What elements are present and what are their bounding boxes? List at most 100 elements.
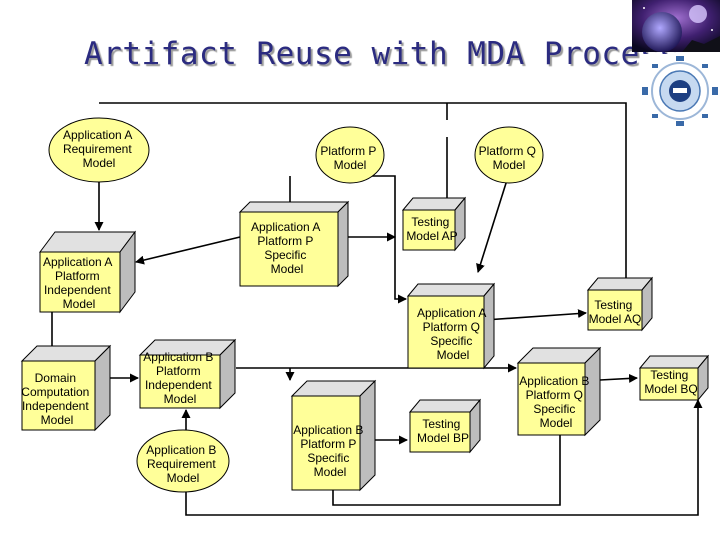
app-a-psm-platform-p: Application A Platform P Specific Model: [238, 200, 350, 288]
node-label: Model AQ: [589, 312, 642, 326]
node-label: Platform P: [257, 234, 313, 248]
node-label: Application A: [63, 128, 132, 142]
node-label: Platform: [156, 364, 201, 378]
app-b-requirement-model: Application B Requirement Model: [136, 429, 230, 493]
node-label: Specific: [264, 248, 306, 262]
app-b-psm-platform-p: Application B Platform P Specific Model: [290, 379, 377, 492]
node-label: Platform: [55, 269, 100, 283]
svg-text:Testing Model AP: Testing Model AP: [406, 215, 457, 243]
node-label: Model: [167, 471, 200, 485]
node-label: Application A: [417, 306, 486, 320]
app-a-psm-platform-q: Application A Platform Q Specific Model: [406, 282, 496, 370]
connector: [135, 236, 241, 265]
box-front: [39, 251, 121, 313]
box-front: [291, 395, 361, 491]
box-front: [517, 362, 586, 436]
box-top: [401, 197, 467, 211]
node-label: Requirement: [147, 457, 216, 471]
node-label: Independent: [145, 378, 212, 392]
svg-text:Application A Platform Q: Application A Platform Q Specific Model: [417, 306, 489, 362]
box-front: [239, 211, 339, 287]
box-front: [587, 289, 643, 331]
app-b-pim: Application B Platform Independent Model: [138, 338, 237, 410]
connectors: [47, 102, 703, 516]
connector: [476, 179, 508, 273]
node-label: Model: [63, 297, 96, 311]
box-front: [139, 354, 221, 409]
node-label: Independent: [22, 399, 89, 413]
node-label: Model: [164, 392, 197, 406]
node-label: Specific: [533, 402, 575, 416]
node-label: Application A: [251, 220, 320, 234]
node-label: Testing: [422, 417, 460, 431]
mda-logo-image: [640, 54, 720, 128]
node-shape: [315, 126, 385, 184]
svg-text:Application B Platform: Application B Platform Independent Model: [143, 350, 216, 406]
testing-model-bp: Testing Model BP: [408, 398, 482, 454]
svg-text:Testing Model AQ: Testing Model AQ: [589, 298, 642, 326]
platform-p-model: Platform P Model: [315, 126, 385, 184]
box-side: [483, 282, 495, 370]
connector: [484, 309, 587, 321]
connector: [185, 399, 703, 516]
connector: [599, 373, 638, 383]
box-top: [586, 277, 654, 291]
node-label: Model BP: [417, 431, 469, 445]
box-top: [406, 283, 496, 297]
svg-text:Application B Requireme: Application B Requirement Model: [146, 443, 219, 485]
node-label: Application A: [43, 255, 112, 269]
node-label: Testing: [594, 298, 632, 312]
box-side: [94, 344, 111, 432]
node-shape: [48, 117, 150, 183]
svg-text:Testing Model BQ: Testing Model BQ: [644, 368, 697, 396]
node-label: Computation: [21, 385, 89, 399]
box-front: [639, 367, 699, 401]
svg-text:Application B Platform Q: Application B Platform Q Specific Model: [519, 374, 592, 430]
box-top: [39, 231, 136, 253]
svg-text:Domain Computation: Domain Computation Independent Model: [21, 371, 92, 427]
node-label: Application B: [146, 443, 216, 457]
box-top: [638, 355, 710, 369]
node-label: Application B: [519, 374, 589, 388]
node-label: Model: [493, 158, 526, 172]
node-label: Model: [41, 413, 74, 427]
node-label: Specific: [307, 451, 349, 465]
page-title: Artifact Reuse with MDA Process: [84, 36, 679, 72]
node-label: Platform P: [300, 437, 356, 451]
node-label: Model: [437, 348, 470, 362]
node-label: Specific: [430, 334, 472, 348]
connector: [99, 102, 631, 301]
testing-model-bq: Testing Model BQ: [638, 354, 710, 402]
svg-text:Application B Platform P: Application B Platform P Specific Model: [293, 423, 366, 479]
svg-text:Platform P Model: Platform P Model: [320, 144, 379, 172]
connector: [332, 435, 561, 506]
svg-text:Application A Requireme: Application A Requirement Model: [63, 128, 135, 170]
node-label: Platform Q: [479, 144, 536, 158]
box-top: [408, 399, 482, 413]
app-a-pim: Application A Platform Independent Model: [39, 230, 136, 314]
app-a-requirement-model: Application A Requirement Model: [48, 117, 150, 183]
node-label: Platform Q: [423, 320, 480, 334]
app-b-psm-platform-q: Application B Platform Q Specific Model: [516, 346, 602, 437]
node-label: Model: [334, 158, 367, 172]
node-label: Model BQ: [644, 382, 697, 396]
node-label: Independent: [44, 283, 111, 297]
box-top: [238, 201, 350, 213]
node-shape: [474, 126, 544, 184]
node-label: Model: [540, 416, 573, 430]
node-label: Domain: [35, 371, 76, 385]
svg-text:Testing Model BP: Testing Model BP: [417, 417, 469, 445]
space-globe-image: [632, 0, 720, 52]
box-front: [407, 295, 485, 369]
node-label: Model: [314, 465, 347, 479]
svg-text:Application A Platform: Application A Platform Independent Model: [43, 255, 115, 311]
node-label: Model: [83, 156, 116, 170]
testing-model-aq: Testing Model AQ: [586, 276, 654, 332]
svg-text:Application A Platform P: Application A Platform P Specific Model: [251, 220, 323, 276]
node-label: Testing: [650, 368, 688, 382]
platform-q-model: Platform Q Model: [474, 126, 544, 184]
node-label: Requirement: [63, 142, 132, 156]
testing-model-ap: Testing Model AP: [401, 196, 467, 252]
node-label: Platform Q: [526, 388, 583, 402]
